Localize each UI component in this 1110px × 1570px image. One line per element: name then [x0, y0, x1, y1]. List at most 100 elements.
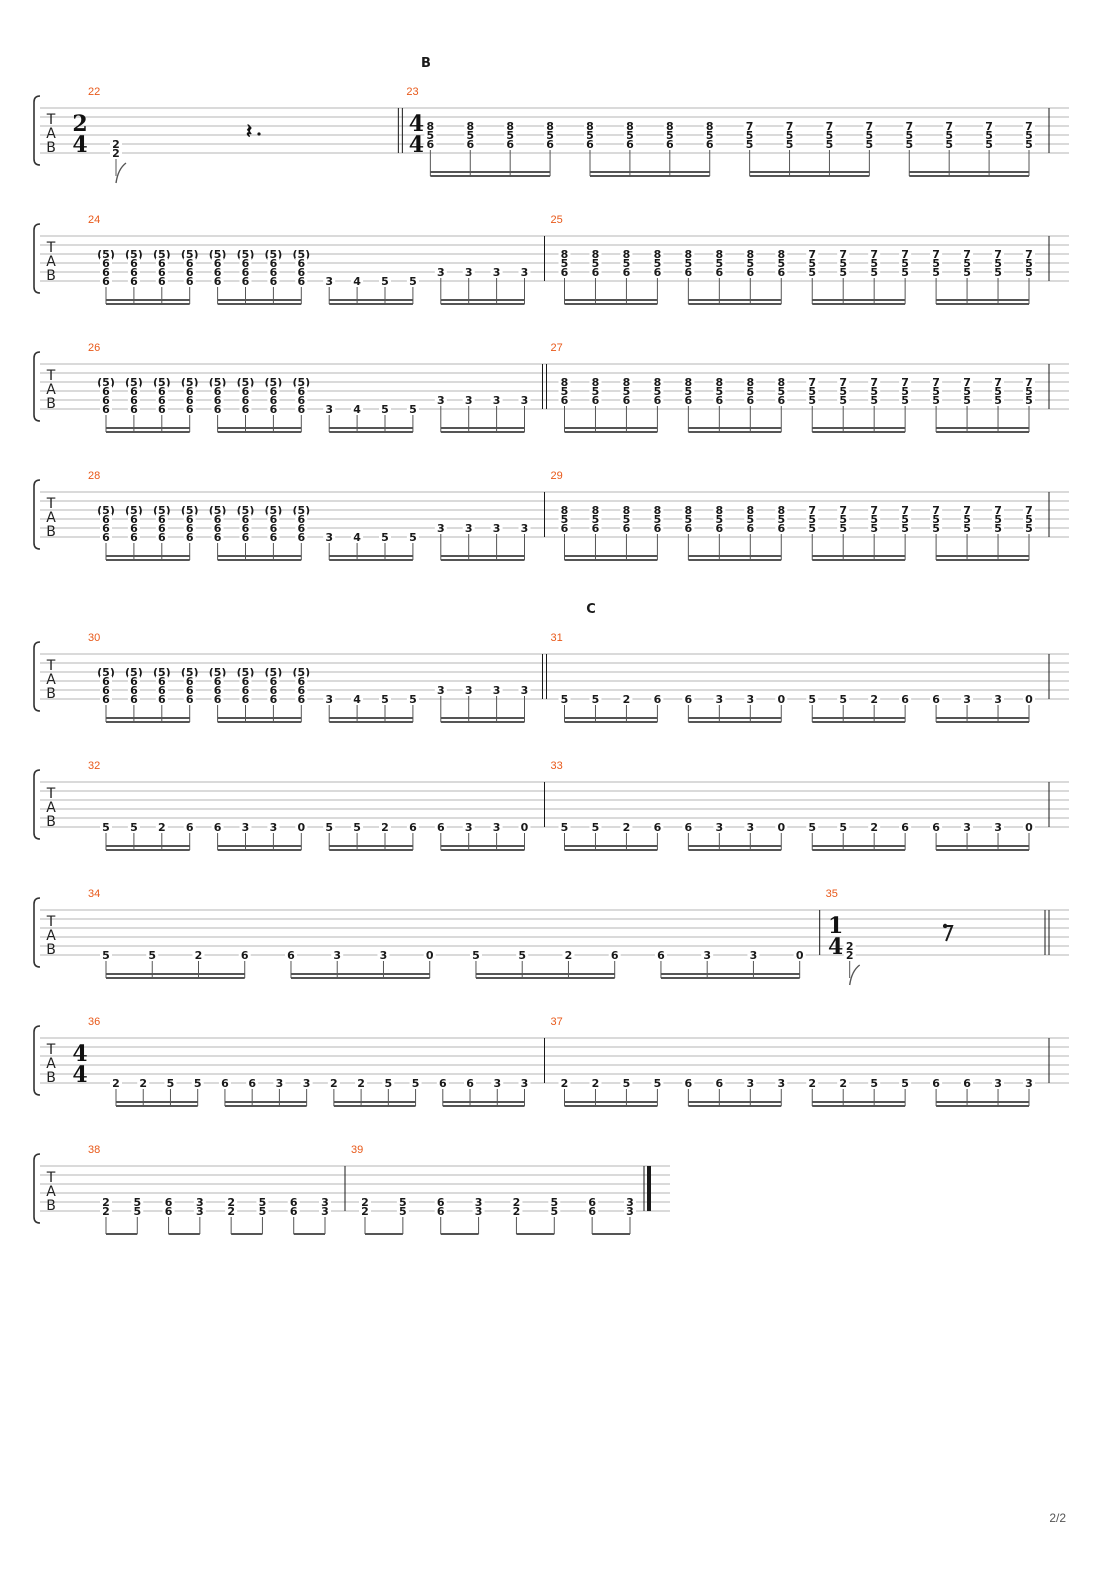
- bar-number: 29: [551, 470, 563, 482]
- fret-number: 2: [592, 1077, 600, 1090]
- fret-bg: [239, 505, 252, 515]
- fret-bg: [744, 377, 757, 387]
- fret-number: 6: [130, 684, 138, 697]
- fret-number: 5: [839, 693, 847, 706]
- fret-bg: [100, 676, 112, 686]
- fret-number: 5: [945, 129, 953, 142]
- fret-number: 6: [102, 275, 110, 288]
- fret-bg: [155, 532, 168, 542]
- fret-number: (5): [181, 376, 199, 389]
- fret-bg: [651, 249, 664, 259]
- fret-number: 6: [716, 394, 724, 407]
- bar-number: 38: [88, 1144, 100, 1156]
- fret-number: 5: [623, 385, 631, 398]
- fret-number: 6: [290, 1196, 298, 1209]
- fret-bg: [775, 395, 788, 405]
- fret-bg: [620, 523, 633, 533]
- fret-number: 6: [270, 522, 278, 535]
- fret-number: 6: [186, 693, 194, 706]
- fret-bg: [379, 694, 391, 704]
- fret-bg: [287, 1206, 300, 1216]
- fret-number: 3: [994, 821, 1002, 834]
- fret-bg: [218, 1078, 231, 1088]
- fret-number: 6: [158, 394, 166, 407]
- fret-bg: [211, 532, 224, 542]
- fret-bg: [238, 950, 251, 960]
- fret-bg: [155, 395, 168, 405]
- fret-bg: [783, 121, 796, 131]
- fret-bg: [295, 694, 308, 704]
- fret-bg: [899, 386, 912, 396]
- fret-number: (5): [265, 504, 283, 517]
- fret-number: 3: [475, 1196, 483, 1209]
- fret-bg: [747, 950, 760, 960]
- fret-bg: [558, 523, 571, 533]
- fret-number: (5): [237, 666, 255, 679]
- fret-bg: [464, 121, 477, 131]
- fret-number: 6: [158, 522, 166, 535]
- fret-number: (5): [209, 666, 227, 679]
- fret-bg: [319, 1206, 331, 1216]
- fret-bg: [396, 1197, 409, 1207]
- fret-bg: [246, 1078, 259, 1088]
- fret-bg: [651, 822, 664, 832]
- fret-number: 6: [221, 1077, 229, 1090]
- fret-number: 7: [1025, 504, 1033, 517]
- fret-number: 6: [102, 513, 110, 526]
- fret-number: 3: [437, 394, 445, 407]
- fret-number: (5): [181, 666, 199, 679]
- fret-bg: [211, 267, 224, 277]
- fret-bg: [961, 258, 974, 268]
- fret-bg: [211, 377, 224, 387]
- fret-number: 7: [932, 504, 940, 517]
- fret-bg: [558, 514, 571, 524]
- fret-number: 6: [242, 684, 250, 697]
- fret-bg: [239, 676, 252, 686]
- fret-number: 5: [777, 385, 785, 398]
- fret-bg: [544, 130, 557, 140]
- fret-number: 6: [716, 266, 724, 279]
- note-flag: [848, 964, 861, 986]
- fret-number: 3: [196, 1196, 204, 1209]
- fret-number: 5: [592, 385, 600, 398]
- fret-bg: [624, 1197, 636, 1207]
- fret-number: 6: [130, 275, 138, 288]
- fret-number: 8: [654, 504, 662, 517]
- fret-number: 5: [870, 1077, 878, 1090]
- fret-number: 5: [985, 129, 993, 142]
- fret-bg: [273, 1078, 286, 1088]
- fret-number: 6: [186, 266, 194, 279]
- tab-clef-letter: A: [46, 126, 56, 142]
- fret-number: 6: [427, 138, 435, 151]
- fret-number: 6: [270, 275, 278, 288]
- fret-bg: [775, 694, 788, 704]
- fret-number: 8: [586, 120, 594, 133]
- fret-number: 5: [777, 257, 785, 270]
- fret-number: 6: [654, 522, 662, 535]
- fret-number: 5: [932, 257, 940, 270]
- fret-number: 5: [623, 513, 631, 526]
- fret-number: (5): [292, 376, 310, 389]
- fret-number: 3: [1025, 1077, 1033, 1090]
- fret-bg: [127, 386, 140, 396]
- fret-bg: [558, 377, 571, 387]
- fret-bg: [351, 532, 364, 542]
- fret-bg: [899, 505, 912, 515]
- fret-number: 5: [1025, 129, 1033, 142]
- staff-system: TAB24(5)666(5)666(5)666(5)666(5)666(5)66…: [33, 214, 1069, 305]
- fret-bg: [155, 386, 168, 396]
- fret-number: 6: [409, 821, 417, 834]
- fret-number: 5: [592, 513, 600, 526]
- fret-number: 5: [746, 138, 754, 151]
- fret-bg: [162, 1206, 175, 1216]
- fret-bg: [183, 685, 196, 695]
- fret-bg: [490, 523, 503, 533]
- fret-bg: [775, 267, 788, 277]
- fret-number: 6: [466, 1077, 474, 1090]
- fret-bg: [239, 532, 252, 542]
- bar-number: 22: [88, 86, 100, 98]
- fret-number: (5): [125, 376, 143, 389]
- fret-number: 5: [901, 385, 909, 398]
- fret-number: 5: [133, 1205, 141, 1218]
- tab-clef-letter: B: [46, 1070, 56, 1086]
